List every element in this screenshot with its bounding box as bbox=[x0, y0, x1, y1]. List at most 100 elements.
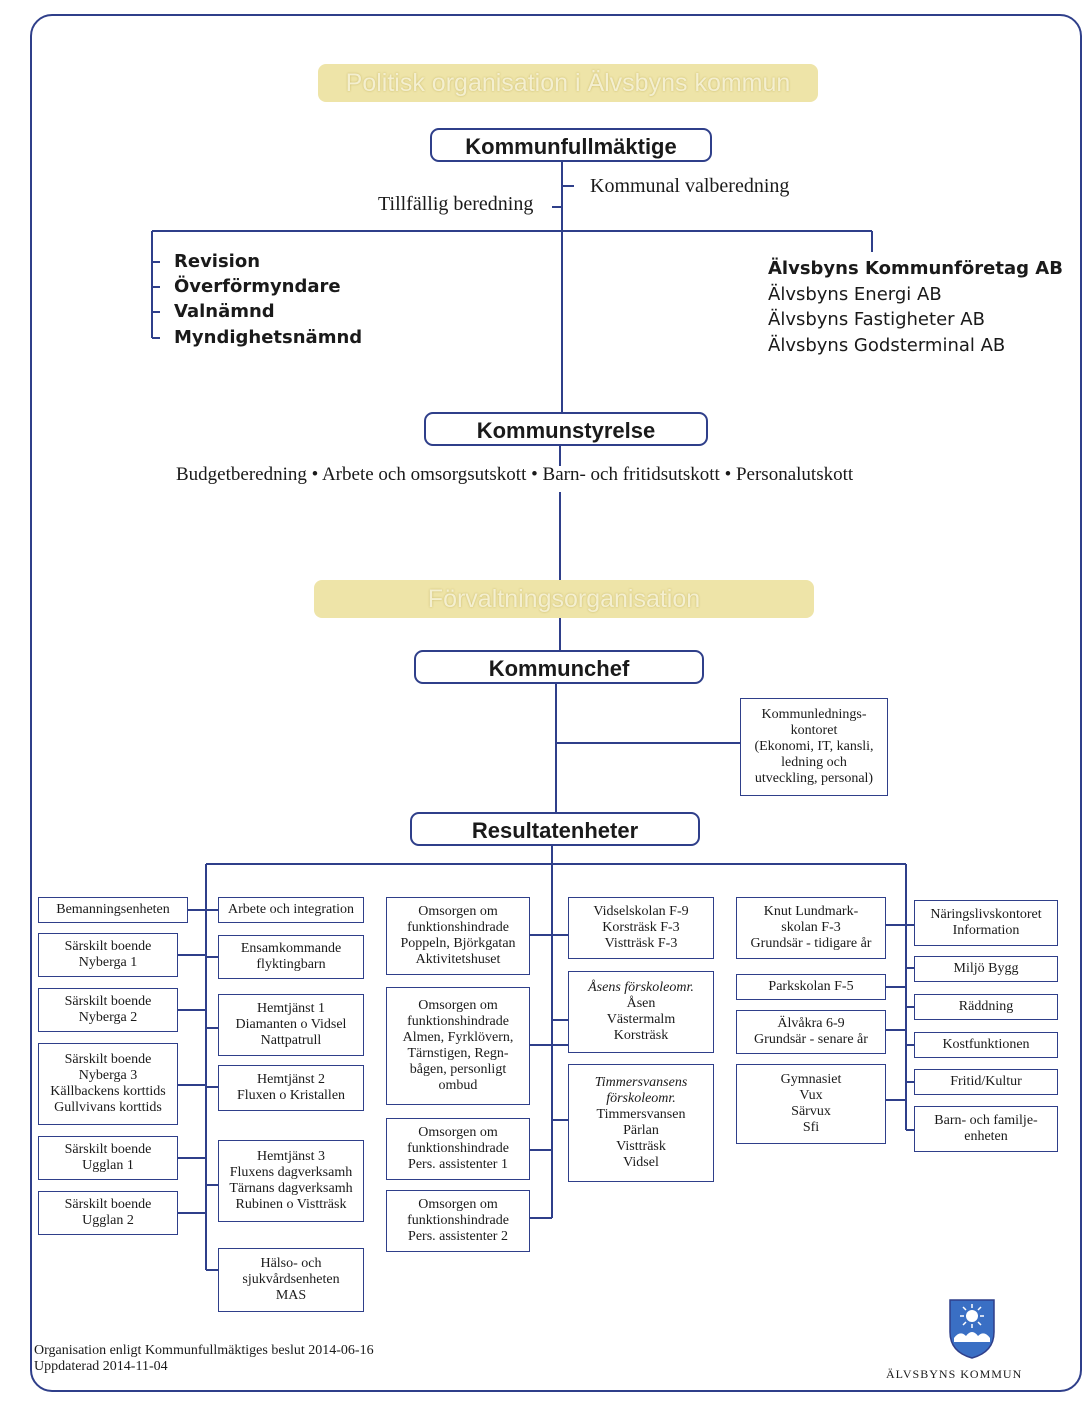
box-line: Arbete och integration bbox=[228, 902, 354, 917]
box-line: Omsorgen om bbox=[418, 904, 498, 919]
box-line: Sfi bbox=[802, 1120, 820, 1135]
box-line: Hemtjänst 1 bbox=[256, 1001, 326, 1016]
box-line: Korsträsk bbox=[613, 1028, 669, 1043]
box-line: Källbackens korttids bbox=[50, 1084, 166, 1099]
box-line: Tärnans dagverksamh bbox=[229, 1181, 353, 1196]
box-line: Vidselskolan F-9 bbox=[593, 904, 689, 919]
box-line: Tärnstigen, Regn- bbox=[407, 1046, 509, 1061]
box-line: Poppeln, Björkgatan bbox=[400, 936, 516, 951]
box-line: Information bbox=[952, 923, 1020, 938]
box-line: Fluxens dagverksamh bbox=[229, 1165, 353, 1180]
box-line: Hemtjänst 2 bbox=[256, 1072, 326, 1087]
box-line: skolan F-3 bbox=[781, 920, 841, 935]
box-line: Aktivitetshuset bbox=[415, 952, 501, 967]
box-line: (Ekonomi, IT, kansli, bbox=[754, 739, 874, 754]
unit-box-omsorgen-almen: Omsorgen om funktionshindrade Almen, Fyr… bbox=[386, 987, 530, 1105]
box-line: Åsens förskoleomr. bbox=[588, 980, 694, 995]
box-line: Pers. assistenter 2 bbox=[408, 1229, 508, 1244]
fastigheter-label: Älvsbyns Fastigheter AB bbox=[768, 309, 985, 330]
unit-box-asens-forskoleomr: Åsens förskoleomr. Åsen Västermalm Korst… bbox=[568, 971, 714, 1053]
box-line: ombud bbox=[438, 1078, 478, 1093]
box-line: bågen, personligt bbox=[409, 1062, 507, 1077]
box-line: Västermalm bbox=[606, 1012, 676, 1027]
unit-box-kostfunktionen: Kostfunktionen bbox=[914, 1032, 1058, 1058]
box-line: Vidsel bbox=[623, 1155, 659, 1170]
box-line: Korsträsk F-3 bbox=[602, 920, 680, 935]
kommunstyrelse-box: Kommunstyrelse bbox=[424, 412, 708, 446]
box-line: Omsorgen om bbox=[418, 1197, 498, 1212]
revision-label: Revision bbox=[174, 251, 261, 272]
box-line: Nattpatrull bbox=[260, 1033, 322, 1048]
unit-box-gymnasiet: Gymnasiet Vux Särvux Sfi bbox=[736, 1064, 886, 1144]
municipality-logo bbox=[946, 1298, 998, 1360]
page-frame bbox=[30, 14, 1082, 1392]
box-line: Fluxen o Kristallen bbox=[236, 1088, 346, 1103]
box-line: Särskilt boende bbox=[64, 994, 152, 1009]
unit-box-hemtjanst2: Hemtjänst 2 Fluxen o Kristallen bbox=[218, 1065, 364, 1111]
box-line: Kostfunktionen bbox=[942, 1037, 1030, 1052]
box-line: Vistträsk bbox=[616, 1139, 666, 1154]
unit-box-halso-sjukvard: Hälso- och sjukvårdsenheten MAS bbox=[218, 1248, 364, 1312]
logo-text: ÄLVSBYNS KOMMUN bbox=[886, 1367, 1023, 1381]
unit-box-raddning: Räddning bbox=[914, 994, 1058, 1020]
box-line: Åsen bbox=[626, 996, 656, 1011]
box-line: kontoret bbox=[790, 723, 838, 738]
box-line: sjukvårdsenheten bbox=[242, 1272, 340, 1287]
box-line: funktionshindrade bbox=[407, 920, 509, 935]
unit-box-ensamkommande: Ensamkommande flyktingbarn bbox=[218, 935, 364, 979]
box-line: enheten bbox=[964, 1129, 1008, 1144]
unit-box-nyberga2: Särskilt boende Nyberga 2 bbox=[38, 988, 178, 1032]
kommunchef-box: Kommunchef bbox=[414, 650, 704, 684]
unit-box-alvakra: Älvåkra 6-9 Grundsär - senare år bbox=[736, 1010, 886, 1054]
box-line: förskoleomr. bbox=[606, 1091, 676, 1106]
box-line: Särvux bbox=[791, 1104, 831, 1119]
box-line: Hemtjänst 3 bbox=[256, 1149, 326, 1164]
coat-of-arms-icon bbox=[949, 1299, 995, 1359]
kommunfullmaktige-box: Kommunfullmäktige bbox=[430, 128, 712, 162]
box-line: Nyberga 2 bbox=[78, 1010, 138, 1025]
valberedning-label: Kommunal valberedning bbox=[590, 175, 790, 197]
unit-box-omsorgen-poppeln: Omsorgen om funktionshindrade Poppeln, B… bbox=[386, 897, 530, 975]
myndighetsnamnd-label: Myndighetsnämnd bbox=[174, 327, 363, 348]
unit-box-miljo-bygg: Miljö Bygg bbox=[914, 956, 1058, 982]
box-line: Nyberga 3 bbox=[78, 1068, 138, 1083]
political-banner: Politisk organisation i Älvsbyns kommun bbox=[318, 64, 818, 102]
box-line: Särskilt boende bbox=[64, 1052, 152, 1067]
unit-box-omsorgen-pers2: Omsorgen om funktionshindrade Pers. assi… bbox=[386, 1190, 530, 1252]
box-line: Gymnasiet bbox=[780, 1072, 842, 1087]
box-line: Timmersvansens bbox=[594, 1075, 688, 1090]
committees-label: Budgetberedning • Arbete och omsorgsutsk… bbox=[176, 464, 854, 485]
unit-box-arbete-integration: Arbete och integration bbox=[218, 897, 364, 923]
box-line: Timmersvansen bbox=[596, 1107, 686, 1122]
ledningskontoret-box: Kommunlednings- kontoret (Ekonomi, IT, k… bbox=[740, 698, 888, 796]
unit-box-bemanning: Bemanningsenheten bbox=[38, 897, 188, 923]
unit-box-nyberga3: Särskilt boende Nyberga 3 Källbackens ko… bbox=[38, 1043, 178, 1125]
box-line: ledning och bbox=[781, 755, 847, 770]
footer-decision: Organisation enligt Kommunfullmäktiges b… bbox=[34, 1343, 374, 1375]
box-line: Ensamkommande bbox=[240, 941, 342, 956]
box-line: Räddning bbox=[958, 999, 1014, 1014]
box-line: Hälso- och bbox=[260, 1256, 322, 1271]
box-line: Diamanten o Vidsel bbox=[235, 1017, 347, 1032]
unit-box-timmersvansens-forskoleomr: Timmersvansens förskoleomr. Timmersvanse… bbox=[568, 1064, 714, 1182]
unit-box-ugglan1: Särskilt boende Ugglan 1 bbox=[38, 1136, 178, 1180]
energi-label: Älvsbyns Energi AB bbox=[768, 284, 942, 305]
footer-line-2: Uppdaterad 2014-11-04 bbox=[34, 1359, 168, 1374]
box-line: Rubinen o Vistträsk bbox=[235, 1197, 347, 1212]
resultatenheter-box: Resultatenheter bbox=[410, 812, 700, 846]
box-line: funktionshindrade bbox=[407, 1141, 509, 1156]
box-line: flyktingbarn bbox=[256, 957, 326, 972]
box-line: Pers. assistenter 1 bbox=[408, 1157, 508, 1172]
overformyndare-label: Överförmyndare bbox=[174, 276, 341, 297]
unit-box-omsorgen-pers1: Omsorgen om funktionshindrade Pers. assi… bbox=[386, 1118, 530, 1180]
godsterminal-label: Älvsbyns Godsterminal AB bbox=[768, 335, 1006, 356]
box-line: Näringslivskontoret bbox=[930, 907, 1042, 922]
unit-box-knut-lundmark: Knut Lundmark- skolan F-3 Grundsär - tid… bbox=[736, 897, 886, 959]
box-line: Särskilt boende bbox=[64, 939, 152, 954]
unit-box-hemtjanst3: Hemtjänst 3 Fluxens dagverksamh Tärnans … bbox=[218, 1140, 364, 1222]
footer-line-1: Organisation enligt Kommunfullmäktiges b… bbox=[34, 1343, 374, 1358]
box-line: Ugglan 2 bbox=[82, 1213, 134, 1228]
box-line: Vistträsk F-3 bbox=[604, 936, 678, 951]
box-line: Knut Lundmark- bbox=[763, 904, 859, 919]
box-line: Särskilt boende bbox=[64, 1197, 152, 1212]
